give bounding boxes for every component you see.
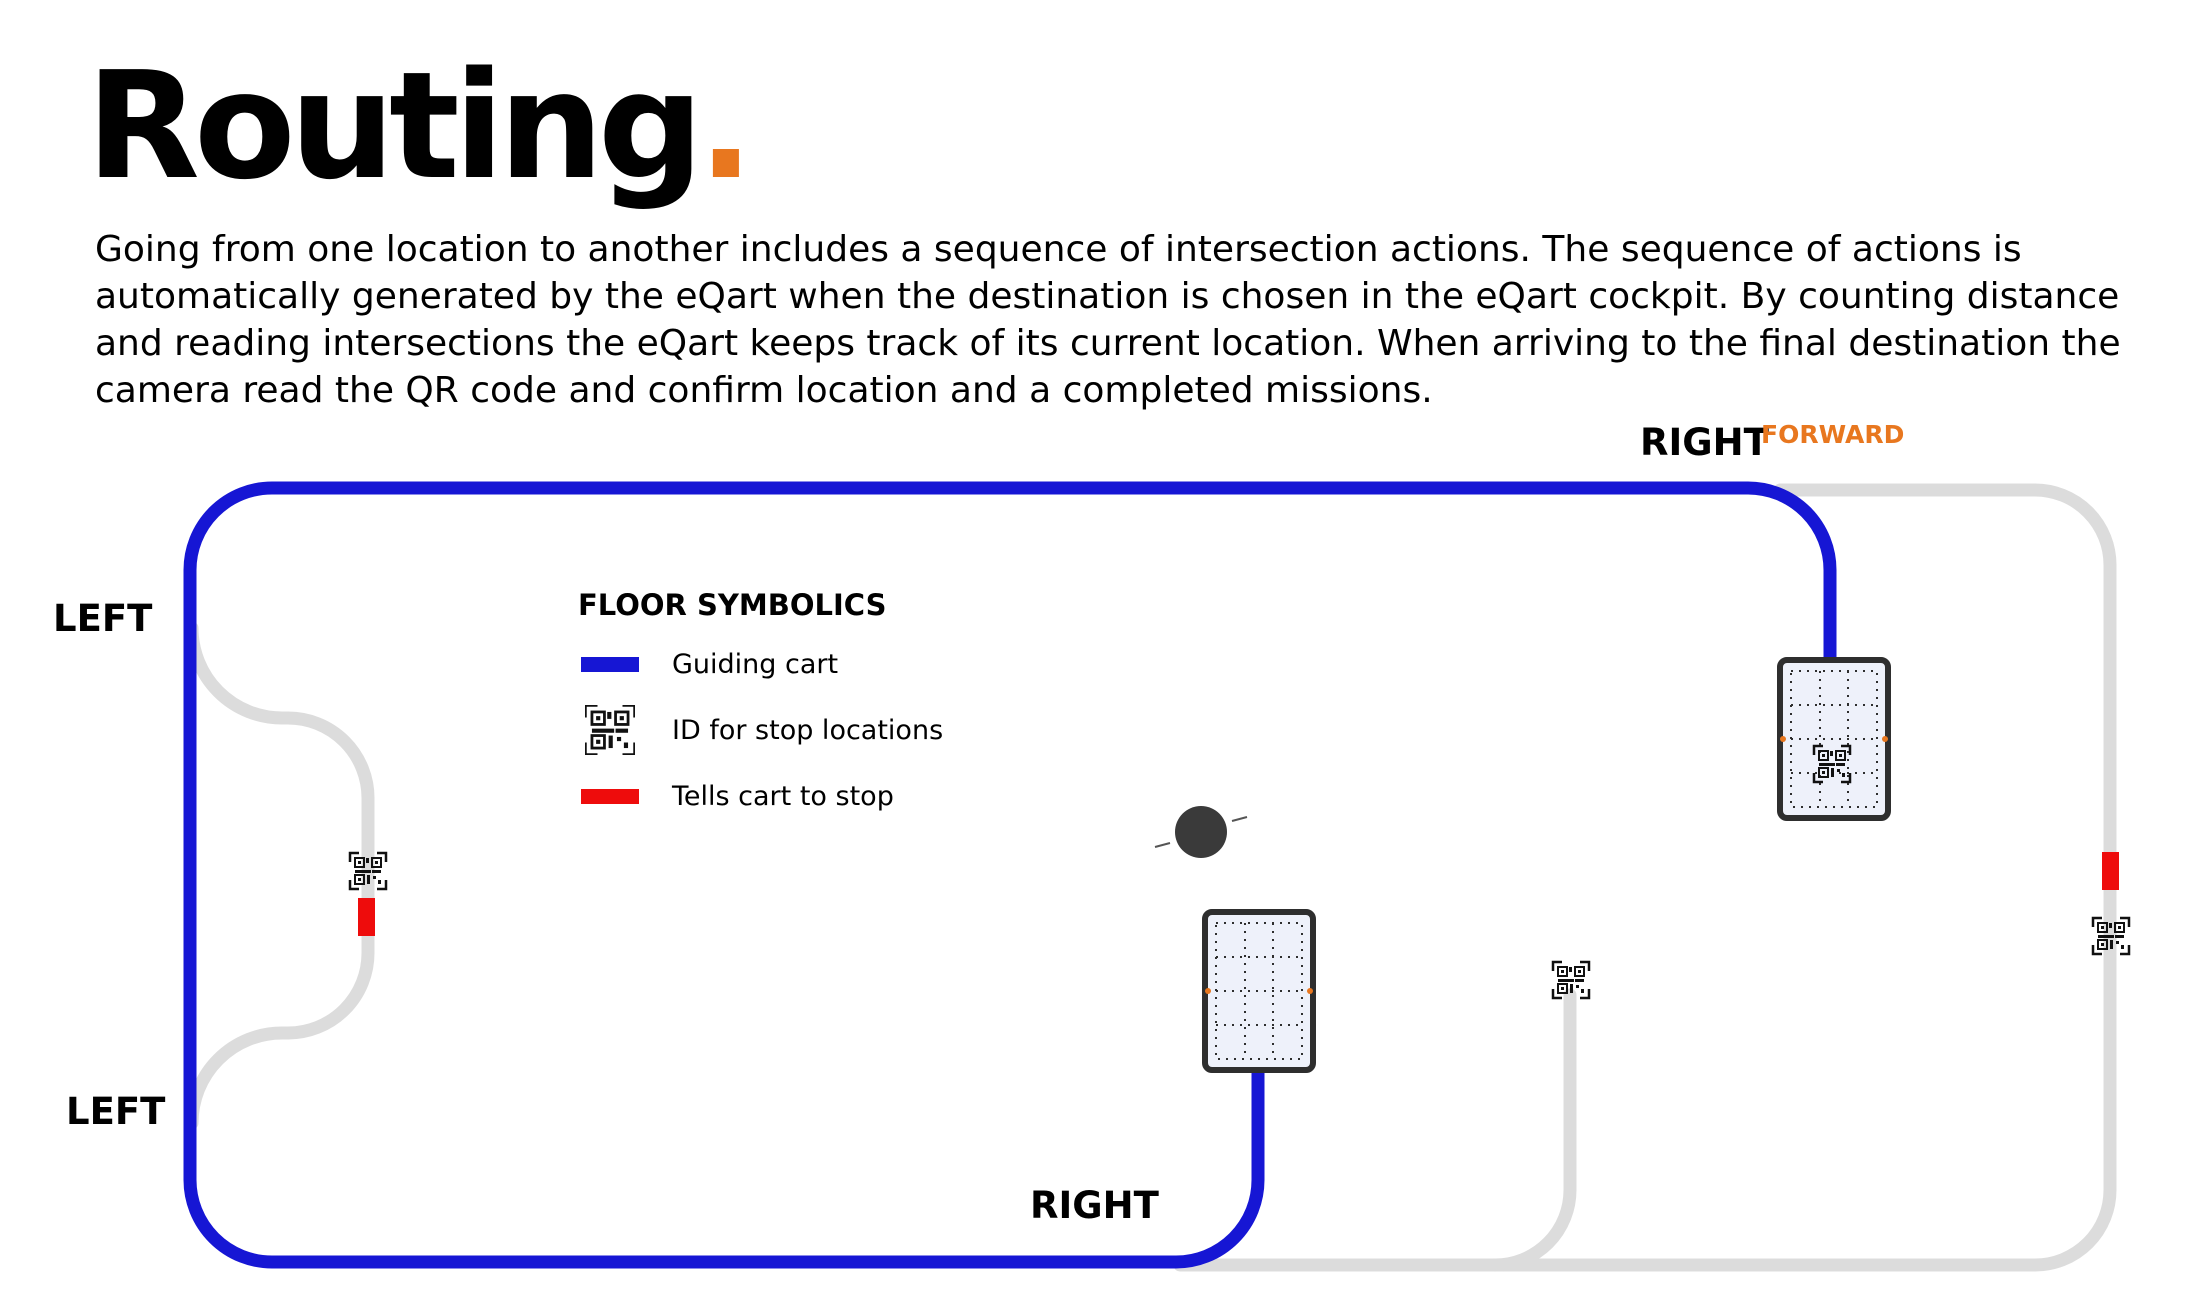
label-forward: FORWARD [1761,420,1905,449]
qr-code-icon [580,705,640,755]
qr-code-icon [1551,960,1591,1000]
label-left-top: LEFT [53,597,153,640]
title-text: Routing [86,40,704,212]
motion-mark [1231,816,1248,822]
page-title: Routing. [86,52,754,200]
label-right-bottom: RIGHT [1030,1184,1159,1227]
track-network [185,483,2117,1272]
description: Going from one location to another inclu… [95,229,2121,411]
legend-symbol-red-line [580,776,640,816]
guiding-route [183,481,1837,1269]
cart-top [1780,660,1888,818]
legend-label: Guiding cart [672,648,839,680]
legend-symbol-blue-line [580,644,640,684]
side-loop-track [185,621,375,1130]
outer-track [1173,483,2117,1272]
qr-code-icon [2091,916,2131,956]
title-dot: . [697,40,755,212]
legend-item-guiding-cart: Guiding cart [580,644,838,684]
qr-code-icon [1812,744,1852,784]
label-right-top: RIGHT [1640,421,1769,464]
stop-marker-right [2102,852,2119,890]
motion-mark [1154,842,1171,848]
legend-item-stop: Tells cart to stop [580,776,894,816]
label-left-bottom: LEFT [66,1090,166,1133]
cart-bottom [1205,912,1313,1070]
legend-title: FLOOR SYMBOLICS [578,588,887,622]
legend-item-qr: ID for stop locations [580,705,944,755]
obstacle-ball [1175,806,1227,858]
legend-label: Tells cart to stop [672,780,894,812]
branch-track [1488,988,1577,1272]
qr-code-icon [348,851,388,891]
legend-label: ID for stop locations [672,714,944,746]
stop-marker-left [358,898,375,936]
